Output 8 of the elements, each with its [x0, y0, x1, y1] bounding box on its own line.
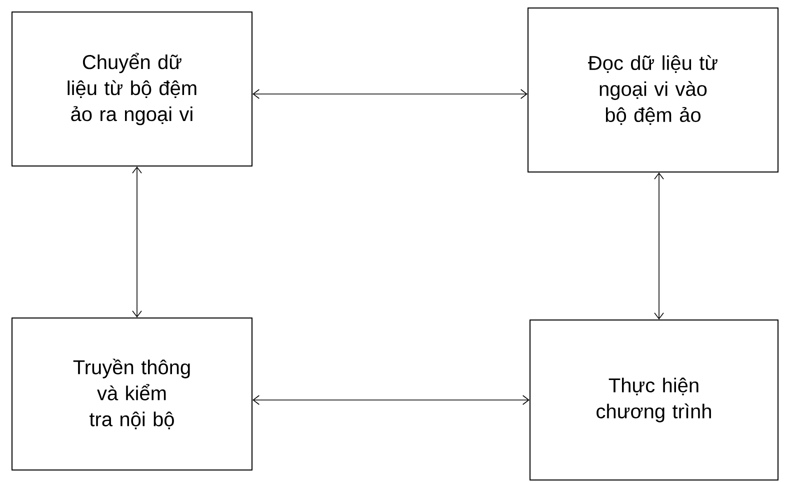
process-box: Truyền thông và kiểm tra nội bộ	[12, 318, 252, 470]
arrow	[132, 166, 142, 318]
process-box: Thực hiện chương trình	[530, 320, 778, 480]
arrow	[252, 395, 530, 405]
arrow	[654, 172, 664, 320]
arrow	[252, 89, 528, 99]
process-box: Chuyển dữ liệu từ bộ đệm ảo ra ngoại vi	[12, 12, 252, 166]
process-box: Đọc dữ liệu từ ngoại vi vào bộ đệm ảo	[528, 8, 778, 172]
